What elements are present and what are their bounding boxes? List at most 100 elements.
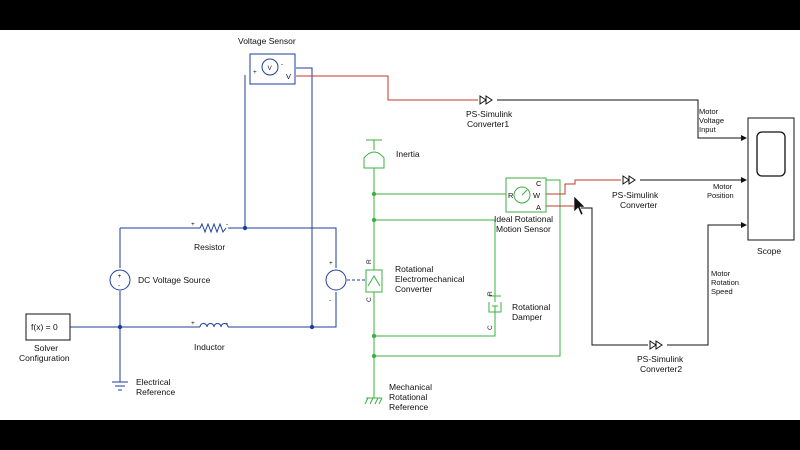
scope-label: Scope	[757, 246, 781, 256]
solver-body	[25, 313, 71, 341]
converter-arrow-icon	[622, 175, 636, 185]
port-c-label: C	[487, 325, 494, 330]
junction-node	[371, 333, 377, 339]
motion-sensor-label-line1: Ideal Rotational	[494, 214, 553, 224]
port-r-label: R	[487, 291, 494, 296]
resistor-block[interactable]: + - Resistor	[191, 221, 228, 252]
ps1-label-line2: Converter1	[467, 119, 509, 129]
solver-equation: f(x) = 0	[31, 322, 58, 332]
motion-sensor-label-line2: Motion Sensor	[496, 224, 551, 234]
solver-label-line2: Configuration	[19, 353, 70, 363]
signal-label-line1: Motor	[713, 182, 733, 191]
port-plus-label: +	[191, 320, 195, 327]
inductor-icon	[199, 323, 229, 328]
motor-speed-signal-label: Motor Rotation Speed	[711, 269, 739, 296]
motor-position-signal-label: Motor Position	[707, 182, 734, 200]
signal-label-line3: Speed	[711, 287, 733, 296]
mechanical-reference-block[interactable]: Mechanical Rotational Reference	[364, 375, 432, 412]
mouse-cursor-icon	[573, 195, 586, 216]
rotational-damper-block[interactable]: R C Rotational Damper	[487, 291, 550, 330]
converter-electrical-icon	[325, 269, 347, 291]
junction-node	[371, 353, 377, 359]
port-plus-label: +	[253, 69, 257, 76]
model-canvas[interactable]: Voltage Sensor + V - V + - Resistor + -	[0, 30, 800, 420]
inductor-label: Inductor	[194, 342, 225, 352]
port-minus-label: -	[226, 320, 228, 327]
solver-configuration-block[interactable]: f(x) = 0 Solver Configuration	[19, 313, 71, 363]
port-minus-label: -	[329, 297, 331, 304]
voltage-sensor-body	[249, 53, 296, 85]
converter-arrow-icon	[479, 95, 493, 105]
inertia-label: Inertia	[396, 149, 420, 159]
electromechanical-converter-block[interactable]: + - R C Rotational Electromechanical Con…	[325, 259, 465, 304]
signal-label-line3: Input	[699, 125, 717, 134]
port-r-label: R	[366, 259, 373, 264]
scope-screen-icon	[756, 131, 786, 177]
signal-label-line2: Voltage	[699, 116, 724, 125]
electrical-ref-label-line2: Reference	[136, 387, 175, 397]
junction-node	[371, 191, 377, 197]
port-w-label: W	[533, 191, 541, 200]
converter-label-line1: Rotational	[395, 264, 433, 274]
port-r-label: R	[508, 191, 514, 200]
solver-label-line1: Solver	[34, 343, 58, 353]
electrical-ref-label-line1: Electrical	[136, 377, 171, 387]
port-plus-label: +	[329, 260, 333, 267]
electrical-reference-block[interactable]: Electrical Reference	[112, 377, 175, 397]
tachometer-needle	[521, 189, 528, 196]
resistor-icon	[199, 222, 227, 234]
port-c-label: C	[366, 297, 373, 302]
voltage-source-icon	[109, 269, 131, 291]
mech-ground-icon	[364, 375, 383, 405]
ps2-label-line2: Converter2	[640, 364, 682, 374]
ps-label-line2: Converter	[620, 200, 657, 210]
signal-label-line2: Position	[707, 191, 734, 200]
dc-voltage-source-label: DC Voltage Source	[138, 275, 211, 285]
converter-mechanical-body	[365, 269, 383, 293]
port-minus-label: -	[226, 221, 228, 228]
inertia-icon	[363, 151, 385, 169]
signal-label-line2: Rotation	[711, 278, 739, 287]
junction-node	[117, 324, 123, 330]
dc-voltage-source-block[interactable]: + - DC Voltage Source	[109, 269, 211, 291]
scope-block[interactable]: Scope	[747, 117, 795, 256]
motor-voltage-signal-label: Motor Voltage Input	[699, 107, 724, 134]
port-a-label: A	[536, 203, 541, 212]
bottom-letterbox	[0, 420, 800, 450]
inertia-shaft	[366, 139, 382, 150]
ps-simulink-converter-block[interactable]: PS-Simulink Converter	[612, 175, 659, 210]
damper-icon	[488, 295, 502, 318]
converter-label-line2: Electromechanical	[395, 274, 465, 284]
damper-label-line2: Damper	[512, 312, 542, 322]
converter-arrow-icon	[367, 275, 381, 287]
signal-label-line1: Motor	[699, 107, 719, 116]
electrical-wiring	[70, 67, 366, 382]
ps1-label-line1: PS-Simulink	[466, 109, 513, 119]
port-plus-label: +	[191, 221, 195, 228]
junction-node	[309, 324, 315, 330]
port-c-label: C	[536, 179, 542, 188]
mech-ref-label-line1: Mechanical	[389, 382, 432, 392]
ps-simulink-converter2-block[interactable]: PS-Simulink Converter2	[637, 340, 684, 374]
resistor-label: Resistor	[194, 242, 225, 252]
port-plus-label: +	[118, 273, 122, 280]
damper-label-line1: Rotational	[512, 302, 550, 312]
ps-simulink-converter1-block[interactable]: PS-Simulink Converter1	[466, 95, 513, 129]
junction-node	[371, 217, 377, 223]
signal-lines	[296, 75, 747, 346]
mech-ref-label-line2: Rotational	[389, 392, 427, 402]
mechanical-wiring	[373, 168, 561, 375]
port-minus-label: -	[118, 282, 120, 289]
voltmeter-icon	[261, 58, 279, 76]
port-v-label: V	[286, 72, 291, 81]
voltmeter-glyph: V	[268, 65, 273, 72]
motion-sensor-block[interactable]: R C W A Ideal Rotational Motion Sensor	[494, 177, 553, 234]
junction-node	[242, 225, 248, 231]
inertia-block[interactable]: Inertia	[363, 139, 420, 169]
ground-icon	[112, 381, 128, 391]
inductor-block[interactable]: + - Inductor	[191, 320, 229, 352]
port-minus-label: -	[281, 61, 283, 68]
voltage-sensor-block[interactable]: Voltage Sensor + V - V	[238, 36, 296, 85]
converter-arrow-icon	[649, 340, 663, 350]
